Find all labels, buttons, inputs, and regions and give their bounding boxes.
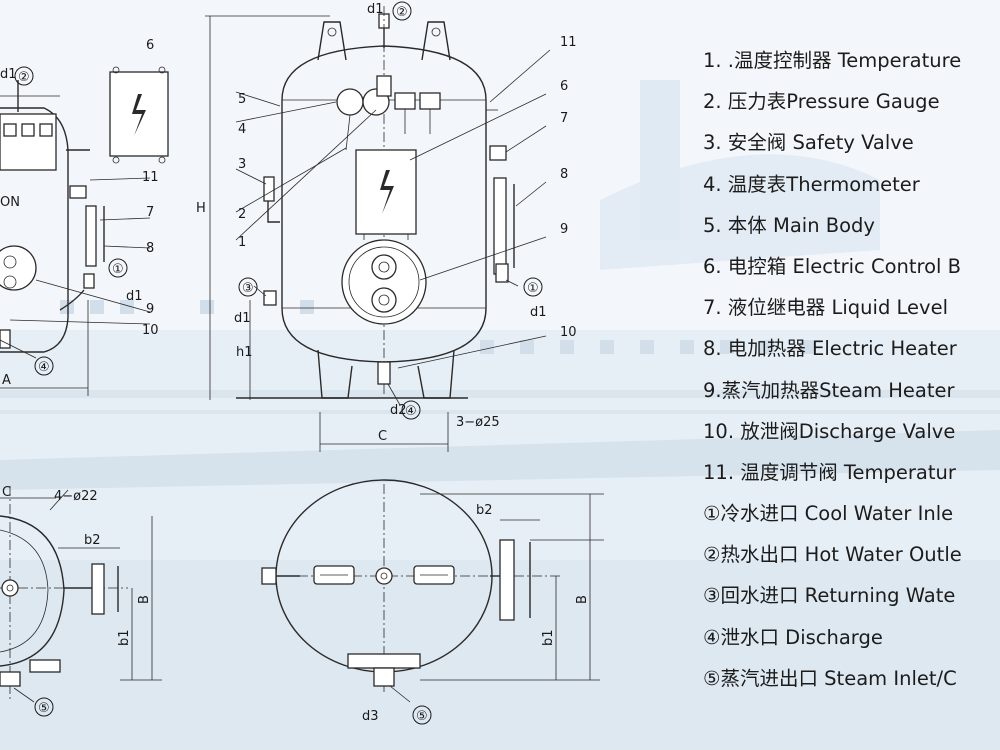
- plan-left-dim-b2: b2: [84, 533, 101, 548]
- front-dim-d2: d2: [390, 403, 407, 418]
- side-label-10: 10: [142, 323, 159, 338]
- legend-port-2: ②热水出口 Hot Water Outle: [703, 543, 962, 567]
- plan-view-right: b2 B b1 d3 ⑤: [261, 479, 604, 725]
- side-dim-d1-mid: d1: [126, 289, 143, 304]
- plan-right-dim-d3: d3: [362, 709, 379, 724]
- legend-item-6: 6. 电控箱 Electric Control B: [703, 254, 962, 278]
- side-dim-d1-top: d1: [0, 67, 17, 82]
- front-label-8: 8: [560, 167, 568, 182]
- front-label-4: 4: [238, 122, 246, 137]
- parts-legend: 1. .温度控制器 Temperature 2. 压力表Pressure Gau…: [703, 48, 1000, 707]
- front-label-2: 2: [238, 207, 246, 222]
- legend-item-7: 7. 液位继电器 Liquid Level: [703, 296, 948, 320]
- side-port-2: ②: [18, 70, 30, 85]
- legend-port-4: ④泄水口 Discharge: [703, 625, 883, 649]
- legend-item-5: 5. 本体 Main Body: [703, 213, 875, 237]
- front-label-9: 9: [560, 222, 568, 237]
- legend-item-9: 9.蒸汽加热器Steam Heater: [703, 378, 955, 402]
- plan-right-dim-B: B: [575, 595, 590, 604]
- side-dim-A: A: [2, 373, 11, 388]
- front-dim-d1-left: d1: [234, 311, 251, 326]
- front-port-1: ①: [527, 281, 539, 296]
- front-port-2: ②: [396, 5, 408, 20]
- side-label-11: 11: [142, 170, 159, 185]
- legend-item-4: 4. 温度表Thermometer: [703, 172, 920, 196]
- legend-port-1: ①冷水进口 Cool Water Inle: [703, 502, 954, 526]
- side-port-1: ①: [112, 262, 124, 277]
- front-port-4: ④: [405, 404, 417, 419]
- front-label-11: 11: [560, 35, 577, 50]
- front-label-10: 10: [560, 325, 577, 340]
- front-label-7: 7: [560, 111, 568, 126]
- plan-right-dim-b1: b1: [541, 629, 556, 646]
- plan-right-port-5: ⑤: [416, 709, 428, 724]
- front-label-5: 5: [238, 92, 246, 107]
- side-view: 6 11 7 8 9 10 ② ① ④ d1 d1 A ON: [0, 38, 169, 396]
- side-port-4: ④: [38, 360, 50, 375]
- legend-item-8: 8. 电加热器 Electric Heater: [703, 337, 957, 361]
- side-label-6: 6: [146, 38, 154, 53]
- front-label-6: 6: [560, 79, 568, 94]
- side-label-8: 8: [146, 241, 154, 256]
- side-label-ON: ON: [0, 195, 20, 210]
- front-label-3: 3: [238, 157, 246, 172]
- front-port-3: ③: [242, 281, 254, 296]
- legend-item-10: 10. 放泄阀Discharge Valve: [703, 419, 956, 443]
- side-label-7: 7: [146, 205, 154, 220]
- legend-port-5: ⑤蒸汽进出口 Steam Inlet/C: [703, 666, 957, 690]
- front-dim-d1-top: d1: [367, 2, 384, 17]
- legend-item-2: 2. 压力表Pressure Gauge: [703, 90, 940, 114]
- plan-left-dim-b1: b1: [117, 629, 132, 646]
- plan-left-dim-B: B: [137, 595, 152, 604]
- legend-item-11: 11. 温度调节阀 Temperatur: [703, 460, 956, 484]
- side-label-9: 9: [146, 302, 154, 317]
- legend-item-1: 1. .温度控制器 Temperature: [703, 49, 962, 72]
- legend-port-3: ③回水进口 Returning Wate: [703, 584, 956, 608]
- front-dim-C: C: [378, 429, 387, 444]
- front-label-1: 1: [238, 235, 246, 250]
- plan-right-dim-b2: b2: [476, 503, 493, 518]
- front-dim-d1-right: d1: [530, 305, 547, 320]
- plan-left-port-5: ⑤: [38, 701, 50, 716]
- plan-left-dim-C: C: [2, 485, 11, 500]
- legend-item-3: 3. 安全阀 Safety Valve: [703, 131, 914, 155]
- front-view: 11 6 5 4 3 2 1 7 8 9 10 ② ① ③ ④ H h1 d1 …: [196, 1, 577, 452]
- front-dim-H: H: [196, 201, 206, 216]
- front-dim-feet: 3−ø25: [456, 415, 500, 430]
- front-dim-h1: h1: [236, 345, 253, 360]
- plan-view-left: C 4−ø22 b2 B b1 ⑤: [0, 485, 162, 717]
- plan-left-holes: 4−ø22: [54, 489, 98, 504]
